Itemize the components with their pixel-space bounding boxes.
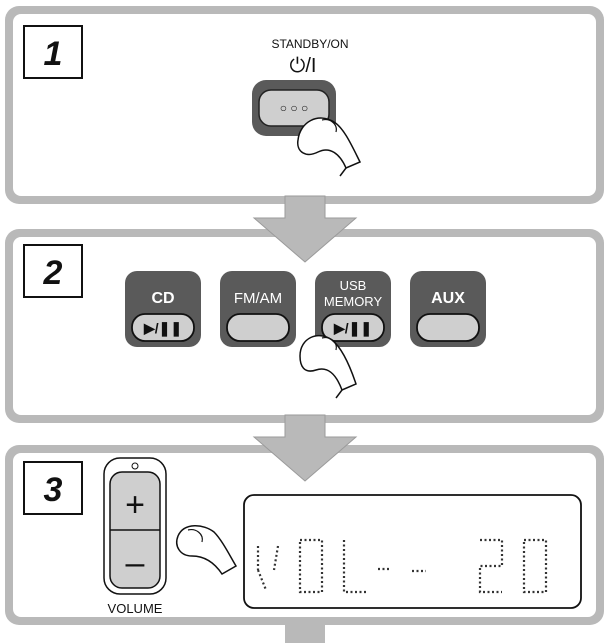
step-1-panel: 1 STANDBY/ON ⏻/I ○ ○ ○ [5, 6, 604, 204]
memory-label: MEMORY [324, 294, 383, 309]
cd-button[interactable]: CD ▶/❚❚ [125, 271, 201, 347]
step-2-panel: 2 CD ▶/❚❚ FM/AM USB MEMORY ▶/❚❚ AUX [5, 229, 604, 423]
step-2-number: 2 [43, 254, 63, 292]
step-3-number: 3 [44, 471, 63, 509]
arrow-down-icon [285, 625, 325, 643]
cd-label: CD [151, 290, 174, 307]
fm-am-button[interactable]: FM/AM [220, 271, 296, 347]
standby-caption: STANDBY/ON [271, 37, 348, 51]
lcd-segments [256, 538, 548, 594]
pressing-finger-icon [297, 117, 362, 177]
pressing-finger-icon [176, 525, 238, 575]
step-3-panel: 3 + – VOLUME VOL - 20 [5, 445, 604, 625]
volume-control[interactable]: + – [103, 457, 167, 595]
step-1-number: 1 [44, 35, 63, 73]
volume-down-button[interactable]: – [126, 544, 145, 582]
standby-indicator-dots: ○ ○ ○ [280, 101, 308, 115]
aux-button[interactable]: AUX [410, 271, 486, 347]
play-pause-icon: ▶/❚❚ [333, 320, 372, 337]
play-pause-icon: ▶/❚❚ [143, 320, 182, 337]
volume-label: VOLUME [108, 601, 163, 616]
aux-label: AUX [431, 290, 465, 307]
arrow-down-icon [252, 195, 358, 263]
volume-up-button[interactable]: + [125, 486, 145, 524]
pressing-finger-icon [299, 335, 357, 399]
power-icon: ⏻/I [290, 55, 317, 77]
fm-am-label: FM/AM [234, 290, 282, 307]
arrow-down-icon [252, 414, 358, 482]
usb-label: USB [340, 278, 367, 293]
usb-memory-button[interactable]: USB MEMORY ▶/❚❚ [315, 271, 391, 347]
lcd-display: VOL - 20 [243, 494, 582, 609]
lcd-text: VOL - 20 [410, 559, 414, 561]
